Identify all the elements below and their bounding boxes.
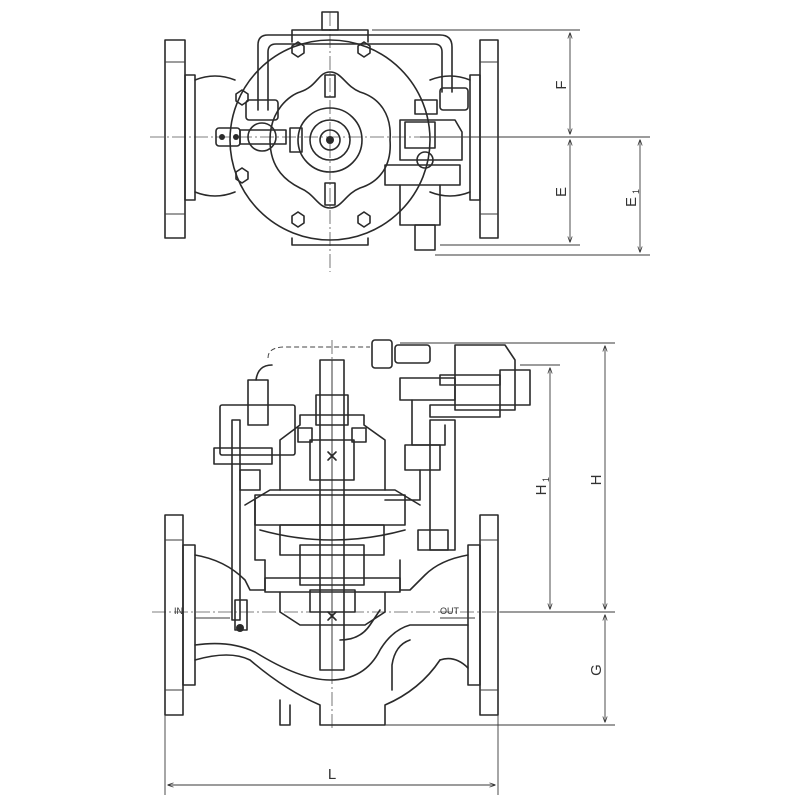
dimension-labels: F E E 1 H 1 H G L IN OUT [174,80,641,783]
label-H1: H [533,485,550,496]
label-out: OUT [440,606,460,616]
top-view [150,11,650,272]
label-H1-subscript: 1 [541,477,551,482]
label-E: E [553,187,570,197]
front-view [152,339,615,795]
label-in: IN [174,606,183,616]
label-G: G [588,664,605,676]
label-E1: E [623,197,640,207]
label-F: F [553,80,570,89]
label-H: H [588,475,605,486]
label-L: L [328,766,336,783]
label-E1-subscript: 1 [631,189,641,194]
